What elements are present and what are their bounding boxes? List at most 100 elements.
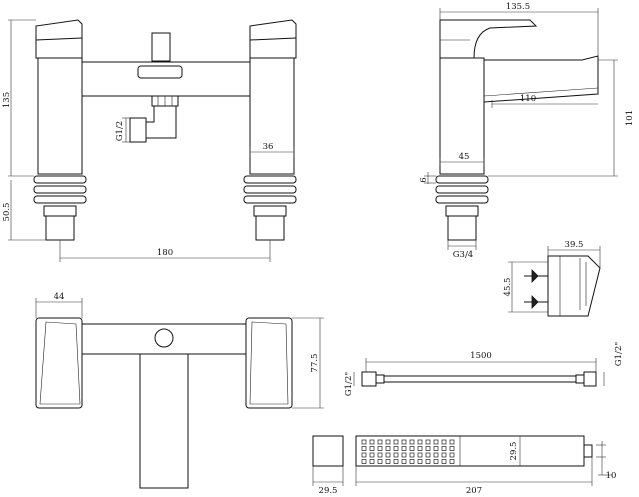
side-view: 135.5 110 101 45 6 G3/4 (419, 2, 635, 260)
shower-connector (583, 444, 593, 458)
spray-hole (393, 439, 399, 445)
hose: 1500 G1/2" G1/2" (344, 342, 624, 396)
spray-hole (449, 446, 455, 451)
top-spout (139, 353, 189, 489)
front-view: 135 50.5 G1/2 36 180 (2, 19, 297, 262)
spray-hole (417, 439, 423, 445)
spray-hole (417, 446, 423, 451)
dim-height-label-side: 101 (625, 110, 635, 126)
spray-hole (409, 459, 415, 464)
spray-hole (385, 452, 391, 458)
left-escutcheon (33, 175, 87, 241)
spray-hole (441, 439, 447, 445)
spray-hole (417, 459, 423, 464)
dim-shower-thread-label: 10 (606, 471, 617, 481)
outlet-thread-label: G1/2 (115, 121, 125, 141)
spray-hole (369, 439, 375, 445)
top-right-handle (245, 317, 293, 409)
left-handle (35, 19, 83, 59)
right-body (249, 57, 295, 175)
spray-hole (433, 459, 439, 464)
spray-hole (401, 459, 407, 464)
spray-hole (409, 439, 415, 445)
spray-hole (409, 452, 415, 458)
wall-bracket: 39.5 45.5 (503, 240, 601, 317)
spray-hole (449, 459, 455, 464)
outlet-elbow (145, 105, 177, 139)
diverter-plate (137, 65, 183, 79)
spray-hole (385, 446, 391, 451)
spray-hole (377, 439, 383, 445)
dim-escutcheon-label: 6 (419, 177, 429, 182)
spray-hole (369, 446, 375, 451)
dim-shower-width-label: 29.5 (319, 486, 338, 496)
dim-shower-height-label: 29.5 (509, 442, 519, 461)
dim-height-label: 135 (2, 92, 12, 108)
spray-hole (433, 452, 439, 458)
top-left-handle (35, 317, 83, 409)
shower-end-view (312, 435, 344, 467)
spray-hole (385, 459, 391, 464)
bracket-body (547, 255, 601, 317)
dim-bracket-height-label: 45.5 (503, 278, 513, 297)
spray-hole (449, 439, 455, 445)
spray-hole (449, 452, 455, 458)
dim-depth-label: 77.5 (310, 354, 320, 373)
spray-hole (393, 452, 399, 458)
bridge (81, 61, 251, 97)
side-thread-label: G3/4 (453, 250, 473, 260)
dim-shower-length-label: 207 (466, 486, 482, 496)
spray-hole (425, 439, 431, 445)
spray-hole (441, 446, 447, 451)
dim-total-depth-label: 135.5 (506, 2, 530, 12)
dim-side-body-label: 45 (459, 152, 470, 162)
spray-hole (361, 439, 367, 445)
spray-hole (425, 459, 431, 464)
spray-hole (401, 446, 407, 451)
spray-hole (377, 446, 383, 451)
side-body (439, 57, 485, 175)
spray-hole (393, 446, 399, 451)
spray-hole (433, 439, 439, 445)
top-view: 44 77.5 (35, 292, 324, 489)
hose-right-nut (583, 371, 597, 387)
spray-hole (361, 446, 367, 451)
spray-hole (425, 446, 431, 451)
spray-hole (401, 452, 407, 458)
hose-right-thread-label: G1/2" (614, 342, 624, 366)
dim-centres-label: 180 (157, 248, 173, 258)
spray-hole (369, 452, 375, 458)
right-escutcheon (243, 175, 297, 241)
hand-shower: 29.5 207 29.5 10 (312, 435, 617, 496)
dim-base-label: 50.5 (2, 203, 12, 222)
spray-hole (433, 446, 439, 451)
dim-body-width-label: 36 (263, 142, 274, 152)
side-handle (439, 19, 538, 59)
side-spout (483, 55, 599, 103)
spray-hole (361, 452, 367, 458)
diverter-knob (151, 32, 171, 62)
spray-hole (393, 459, 399, 464)
spray-hole (377, 459, 383, 464)
spray-hole (409, 446, 415, 451)
spray-hole (377, 452, 383, 458)
spray-hole (385, 439, 391, 445)
spray-hole (417, 452, 423, 458)
spray-hole (441, 452, 447, 458)
dim-bracket-width-label: 39.5 (565, 240, 584, 250)
spray-hole (401, 439, 407, 445)
dim-hose-length-label: 1500 (470, 351, 492, 361)
outlet-thread (129, 117, 147, 143)
spray-hole (425, 452, 431, 458)
spray-holes (361, 439, 455, 464)
top-diverter-knob (154, 328, 174, 348)
spray-hole (369, 459, 375, 464)
hose-left-nut (361, 371, 377, 387)
left-body (37, 57, 83, 175)
spray-hole (441, 459, 447, 464)
hose-left-thread-label: G1/2" (344, 372, 354, 396)
dim-spout-reach-label: 110 (520, 94, 536, 104)
spray-hole (361, 459, 367, 464)
dim-handle-label: 44 (54, 292, 65, 302)
